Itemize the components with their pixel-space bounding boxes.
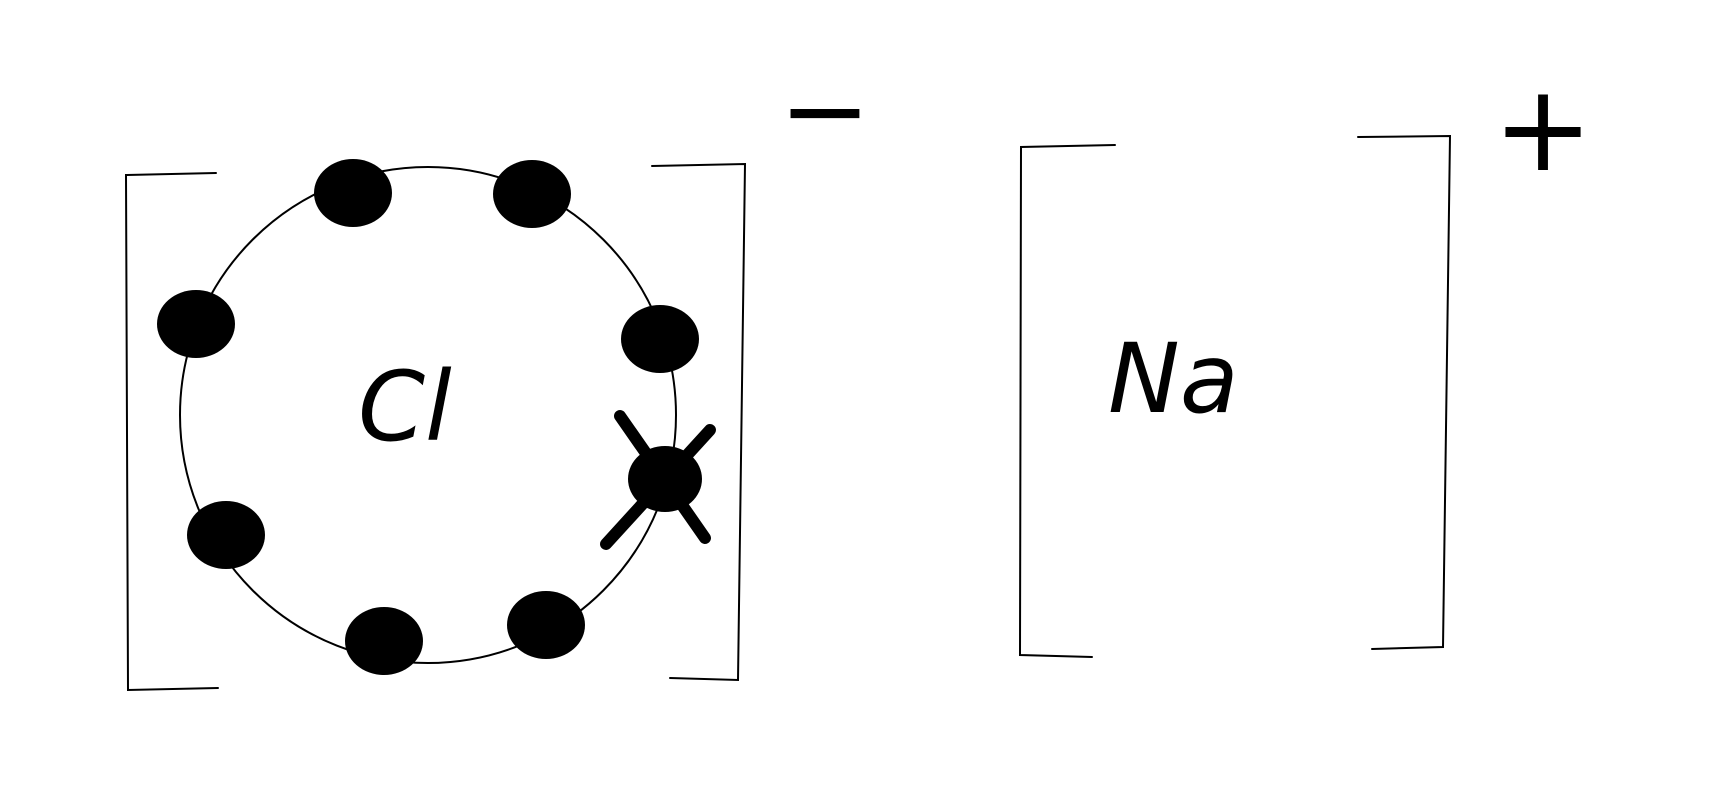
sodium-right-bracket xyxy=(1357,134,1452,650)
electron-dot xyxy=(507,591,585,659)
chloride-electrons xyxy=(157,159,702,675)
sodium-symbol: Na xyxy=(1108,323,1239,435)
electron-dot xyxy=(314,159,392,227)
electron-dot xyxy=(345,607,423,675)
transferred-electron-cross-icon xyxy=(600,410,716,550)
electron-dot xyxy=(157,290,235,358)
chloride-charge: − xyxy=(779,46,871,174)
chloride-left-bracket xyxy=(124,172,219,692)
electron-dot xyxy=(493,160,571,228)
electron-dot xyxy=(621,305,699,373)
sodium-left-bracket xyxy=(1018,144,1116,658)
sodium-charge: + xyxy=(1493,60,1594,199)
chloride-ion xyxy=(124,162,747,692)
chloride-right-bracket xyxy=(651,162,747,682)
electron-shell xyxy=(179,166,677,664)
electron-dot xyxy=(187,501,265,569)
sodium-ion xyxy=(1018,134,1452,658)
chloride-symbol: Cl xyxy=(358,351,452,463)
